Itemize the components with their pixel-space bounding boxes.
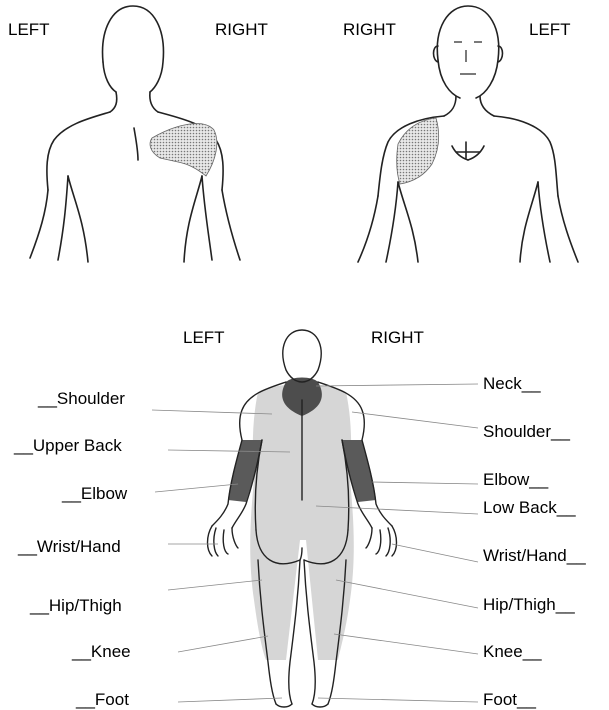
full-body-back-figure	[0, 0, 609, 710]
